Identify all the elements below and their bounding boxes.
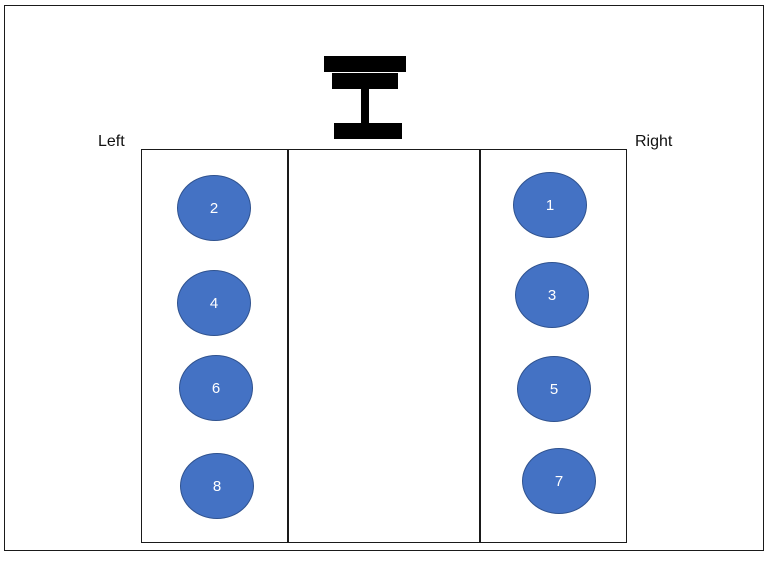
cylinder-5: 5: [517, 356, 591, 422]
cylinder-2: 2: [177, 175, 251, 241]
diagram-frame: [4, 5, 764, 551]
cylinder-8: 8: [180, 453, 254, 519]
right-bank-label: Right: [635, 133, 673, 150]
cylinder-6: 6: [179, 355, 253, 421]
cylinder-1: 1: [513, 172, 587, 238]
engine-valley: [287, 149, 481, 543]
left-bank-label: Left: [98, 133, 125, 150]
cylinder-4: 4: [177, 270, 251, 336]
cylinder-7: 7: [522, 448, 596, 514]
cylinder-3: 3: [515, 262, 589, 328]
left-cylinder-bank: [141, 149, 289, 543]
right-cylinder-bank: [479, 149, 627, 543]
